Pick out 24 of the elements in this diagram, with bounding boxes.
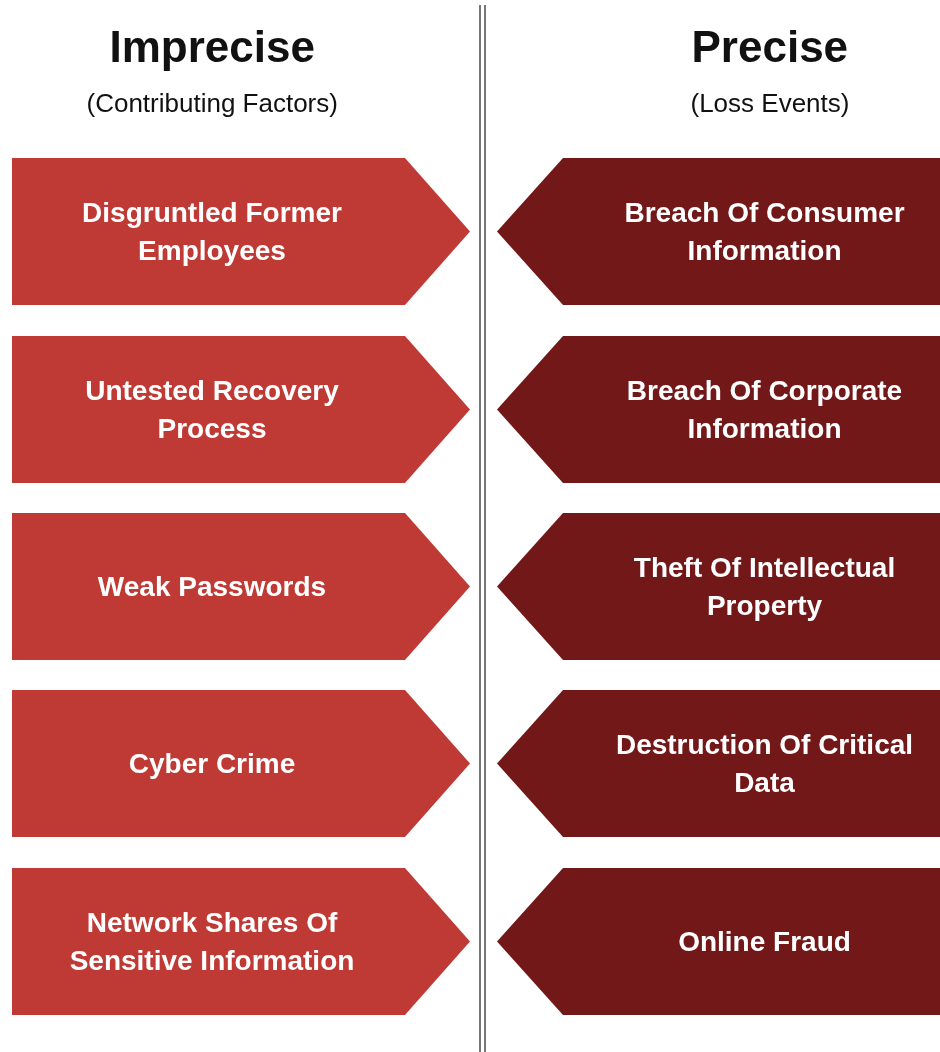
left-pointing-arrow-box	[497, 158, 940, 305]
box-text: Destruction Of Critical Data	[614, 727, 915, 800]
left-pointing-arrow-box	[497, 336, 940, 483]
right-pointing-arrow-box	[12, 868, 472, 1015]
box-text: Cyber Crime	[127, 746, 297, 781]
column-heading: Precise	[691, 22, 849, 72]
right-pointing-arrow-box	[12, 513, 472, 660]
box-text: Disgruntled Former Employees	[81, 195, 343, 268]
column-subheading: (Loss Events)	[690, 88, 850, 119]
left-pointing-arrow-box	[497, 690, 940, 837]
box-text: Breach Of Consumer Information	[623, 195, 906, 268]
box-text: Weak Passwords	[96, 569, 328, 604]
box-text: Untested Recovery Process	[84, 373, 340, 446]
box-text: Breach Of Corporate Information	[625, 373, 904, 446]
box-text: Network Shares Of Sensitive Information	[68, 905, 356, 978]
box-text: Online Fraud	[677, 924, 852, 959]
column-subheading: (Contributing Factors)	[86, 88, 338, 119]
right-pointing-arrow-box	[12, 690, 472, 837]
left-pointing-arrow-box	[497, 868, 940, 1015]
right-pointing-arrow-box	[12, 158, 472, 305]
right-pointing-arrow-box	[12, 336, 472, 483]
left-pointing-arrow-box	[497, 513, 940, 660]
column-heading: Imprecise	[109, 22, 315, 72]
box-text: Theft Of Intellectual Property	[632, 550, 897, 623]
